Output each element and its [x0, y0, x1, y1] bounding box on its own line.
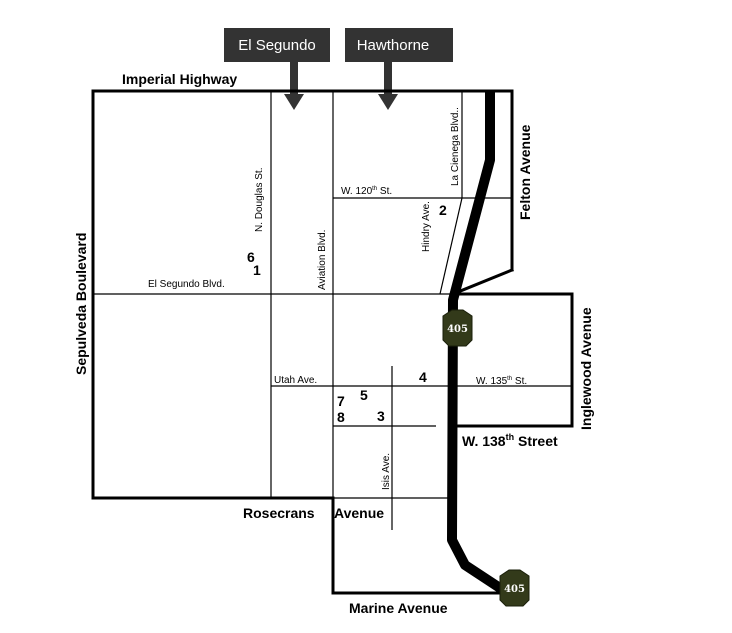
- location-marker-5[interactable]: 5: [360, 387, 368, 403]
- city-box-hawthorne: Hawthorne: [345, 28, 453, 62]
- shield-405-top-label: 405: [447, 324, 468, 335]
- location-marker-8[interactable]: 8: [337, 409, 345, 425]
- label-imperial-highway: Imperial Highway: [122, 71, 237, 87]
- label-hindry: Hindry Ave.: [421, 201, 432, 252]
- shield-405-bottom-icon: 405: [499, 569, 530, 607]
- city-label-el-segundo: El Segundo: [238, 37, 316, 54]
- label-el-segundo-blvd: El Segundo Blvd.: [148, 279, 225, 290]
- location-marker-2[interactable]: 2: [439, 202, 447, 218]
- location-marker-4[interactable]: 4: [419, 369, 427, 385]
- label-sepulveda-boulevard: Sepulveda Boulevard: [73, 233, 89, 375]
- city-label-hawthorne: Hawthorne: [357, 37, 430, 54]
- label-rosecrans-avenue: Avenue: [334, 505, 384, 521]
- road-felton-diagonal: [451, 268, 514, 296]
- shield-405-bottom-label: 405: [504, 584, 525, 595]
- label-utah: Utah Ave.: [274, 375, 317, 386]
- location-marker-7[interactable]: 7: [337, 393, 345, 409]
- minor-roads: [93, 91, 572, 530]
- label-aviation: Aviation Blvd.: [317, 230, 328, 290]
- label-w120-st: W. 120th St.: [341, 186, 392, 197]
- city-box-el-segundo: El Segundo: [224, 28, 330, 62]
- label-w135-st: W. 135th St.: [476, 376, 527, 387]
- freeway-405: [447, 91, 506, 595]
- arrow-el-segundo-icon: [284, 62, 304, 110]
- road-hindry: [439, 197, 463, 295]
- arrow-hawthorne-icon: [378, 62, 398, 110]
- major-roads: [91, 89, 574, 595]
- label-isis: Isis Ave.: [381, 453, 392, 490]
- label-n-douglas: N. Douglas St.: [254, 168, 265, 232]
- label-felton-avenue: Felton Avenue: [517, 124, 533, 220]
- label-w138-street: W. 138th Street: [462, 432, 558, 449]
- location-marker-1[interactable]: 1: [253, 262, 261, 278]
- location-marker-3[interactable]: 3: [377, 408, 385, 424]
- label-la-cienega: La Cienega Blvd..: [450, 107, 461, 186]
- shield-405-top-icon: 405: [442, 309, 473, 347]
- label-inglewood-avenue: Inglewood Avenue: [578, 307, 594, 430]
- label-marine-avenue: Marine Avenue: [349, 600, 448, 616]
- location-marker-6[interactable]: 6: [247, 249, 255, 265]
- label-rosecrans: Rosecrans: [243, 505, 315, 521]
